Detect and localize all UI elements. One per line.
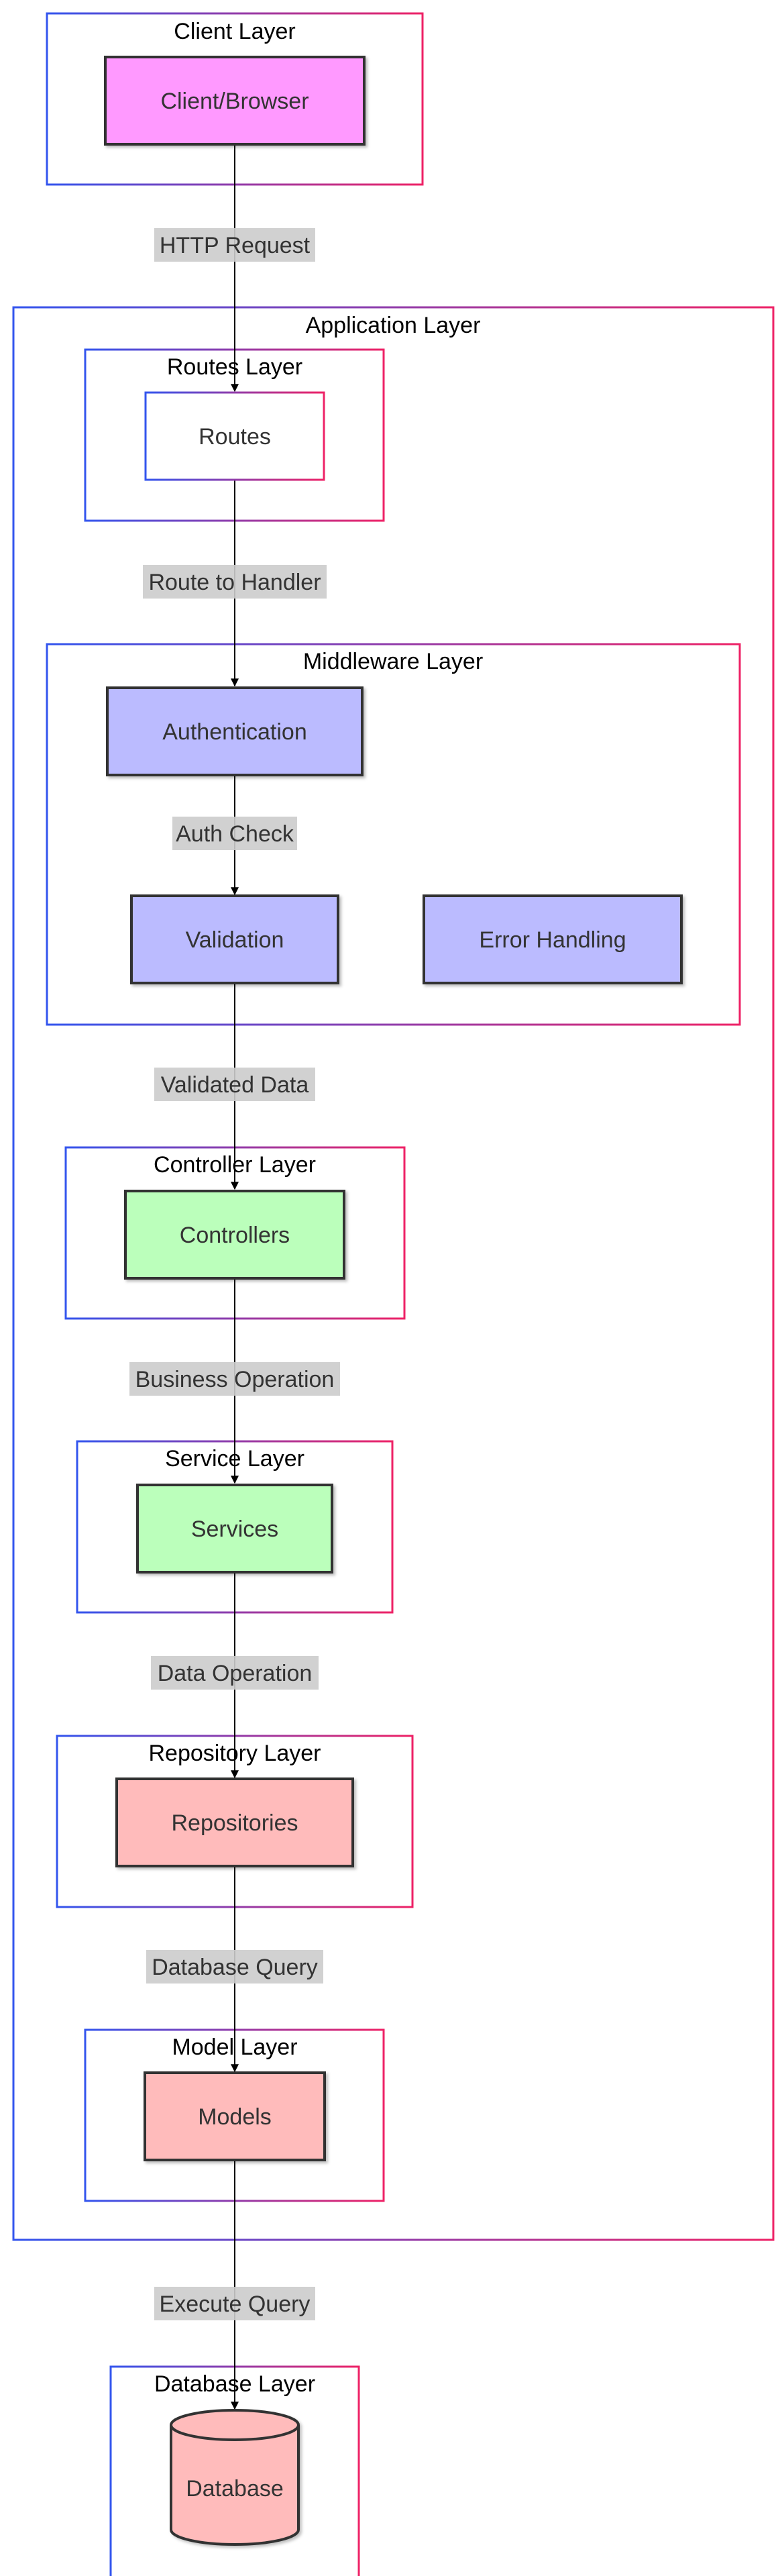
node-validation: Validation (130, 894, 339, 984)
node-box (423, 894, 683, 984)
node-box (104, 56, 366, 146)
edge-label-text: Auth Check (176, 821, 294, 847)
cluster-application-layer: Application Layer (12, 306, 775, 2241)
edge-label-text: Data Operation (158, 1661, 313, 1686)
edge-label-bg (154, 1068, 315, 1101)
edge-label-route-to-handler: Route to Handler (143, 565, 327, 599)
node-repositories: Repositories (115, 1778, 354, 1867)
edge-label-validated-data: Validated Data (154, 1068, 315, 1101)
node-services: Services (136, 1484, 333, 1574)
edge-label-http-request: HTTP Request (154, 228, 315, 262)
node-box (124, 1190, 345, 1280)
cluster-application-layer-border (12, 306, 775, 2241)
cluster-title-middleware: Middleware Layer (303, 649, 483, 674)
edge-label-execute-query: Execute Query (154, 2287, 315, 2320)
node-box (144, 391, 325, 481)
edge-label-text: Execute Query (160, 2291, 311, 2317)
edge-label-text: Route to Handler (148, 570, 321, 595)
node-box (115, 1778, 354, 1867)
edge-label-bg (146, 1950, 323, 1983)
node-authentication: Authentication (106, 686, 364, 776)
node-box (106, 686, 364, 776)
node-error-handling: Error Handling (423, 894, 683, 984)
edge-label-bg (151, 1656, 319, 1690)
node-box (130, 894, 339, 984)
node-label: Client/Browser (160, 89, 309, 114)
node-client-browser: Client/Browser (104, 56, 366, 146)
edge-label-bg (129, 1362, 340, 1396)
node-label: Database (186, 2476, 284, 2502)
node-label: Error Handling (479, 927, 626, 953)
edge-label-bg (143, 565, 327, 599)
node-label: Repositories (172, 1810, 298, 1836)
edge-label-bg (172, 817, 297, 850)
edge-label-bg (154, 228, 315, 262)
cluster-middleware-layer: Middleware Layer (46, 643, 741, 1026)
cluster-title-client: Client Layer (174, 19, 295, 44)
database-cylinder-icon (170, 2409, 300, 2546)
edge-label-bg (154, 2287, 315, 2320)
node-label: Routes (199, 424, 271, 450)
edge-label-business-operation: Business Operation (129, 1362, 340, 1396)
edge-label-text: Validated Data (161, 1072, 309, 1098)
edge-label-text: Database Query (152, 1955, 318, 1980)
node-database: Database (170, 2409, 300, 2546)
node-box (136, 1484, 333, 1574)
node-label: Validation (186, 927, 284, 953)
node-box (144, 2071, 326, 2161)
cluster-title-application: Application Layer (306, 313, 481, 338)
node-controllers: Controllers (124, 1190, 345, 1280)
edge-label-auth-check: Auth Check (172, 817, 297, 850)
node-label: Controllers (180, 1223, 290, 1248)
edge-label-data-operation: Data Operation (151, 1656, 319, 1690)
edge-label-text: Business Operation (135, 1367, 335, 1392)
cluster-middleware-layer-border (46, 643, 741, 1026)
node-label: Authentication (162, 719, 307, 745)
node-label: Models (198, 2104, 272, 2130)
node-label: Services (191, 1516, 278, 1542)
edge-label-database-query: Database Query (146, 1950, 323, 1983)
edge-label-text: HTTP Request (160, 233, 311, 258)
node-routes: Routes (144, 391, 325, 481)
node-models: Models (144, 2071, 326, 2161)
database-cylinder-rim (170, 2424, 300, 2441)
